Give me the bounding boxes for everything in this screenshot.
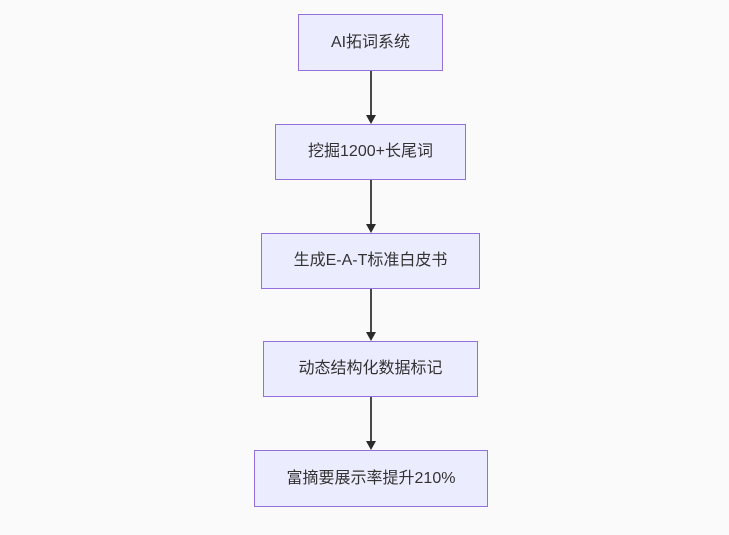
flow-node-structured-data: 动态结构化数据标记	[263, 341, 478, 397]
flow-node-label: 富摘要展示率提升210%	[286, 469, 456, 487]
flow-node-longtail-mining: 挖掘1200+长尾词	[275, 124, 466, 180]
arrow-shaft	[369, 180, 372, 226]
flow-arrow-3	[365, 289, 376, 341]
flow-node-label: AI拓词系统	[330, 33, 411, 51]
flow-arrow-2	[365, 180, 376, 233]
flow-arrow-4	[365, 397, 376, 450]
flow-node-ai-word-system: AI拓词系统	[298, 14, 443, 71]
arrowhead-down-icon	[365, 115, 376, 124]
flow-node-label: 挖掘1200+长尾词	[308, 143, 433, 161]
flow-node-eat-whitepaper: 生成E-A-T标准白皮书	[261, 233, 480, 289]
arrowhead-down-icon	[365, 441, 376, 450]
flow-node-rich-snippet-result: 富摘要展示率提升210%	[254, 450, 488, 507]
arrowhead-down-icon	[365, 332, 376, 341]
flow-node-label: 动态结构化数据标记	[298, 360, 443, 378]
arrow-shaft	[369, 71, 372, 117]
arrow-shaft	[369, 397, 372, 443]
flow-node-label: 生成E-A-T标准白皮书	[293, 252, 448, 270]
arrowhead-down-icon	[365, 224, 376, 233]
flow-arrow-1	[365, 71, 376, 124]
arrow-shaft	[369, 289, 372, 334]
